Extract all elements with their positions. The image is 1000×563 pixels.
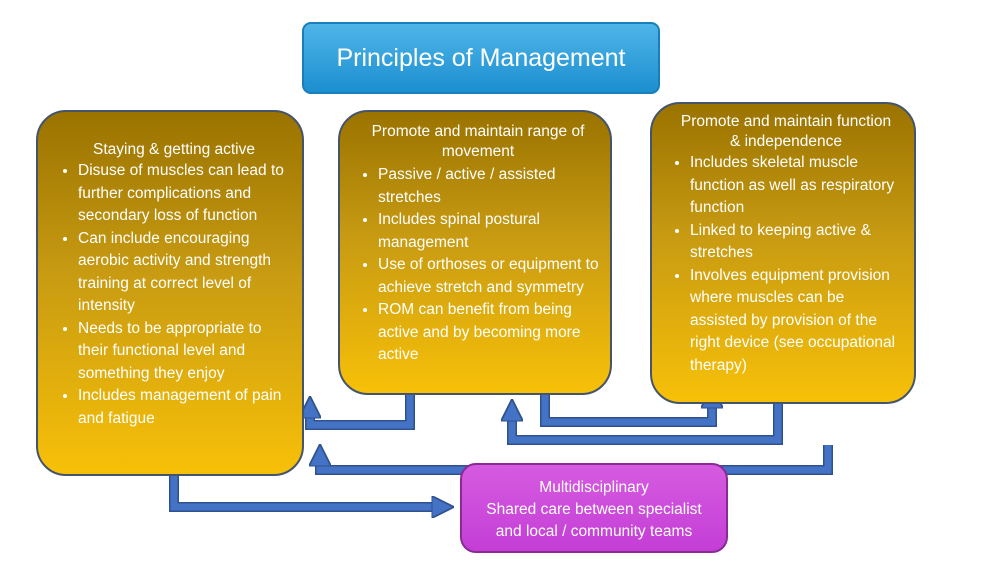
multidisciplinary-box: Multidisciplinary Shared care between sp… xyxy=(460,463,728,553)
list-item: Disuse of muscles can lead to further co… xyxy=(78,160,292,228)
bullet-list: Disuse of muscles can lead to further co… xyxy=(56,160,292,430)
bullet-list: Passive / active / assisted stretches In… xyxy=(356,164,600,367)
staying-active-box: Staying & getting active Disuse of muscl… xyxy=(36,110,304,476)
arrow-active-to-multi xyxy=(169,476,440,507)
box-heading: Staying & getting active xyxy=(93,141,255,158)
box-heading: Promote and maintain function & independ… xyxy=(680,113,892,150)
multidisciplinary-text: Shared care between specialist and local… xyxy=(486,501,702,540)
title-banner: Principles of Management xyxy=(302,22,660,94)
list-item: Needs to be appropriate to their functio… xyxy=(78,318,292,386)
range-of-movement-box: Promote and maintain range of movement P… xyxy=(338,110,612,395)
list-item: Includes skeletal muscle function as wel… xyxy=(690,152,904,220)
list-item: Use of orthoses or equipment to achieve … xyxy=(378,254,600,299)
list-item: ROM can benefit from being active and by… xyxy=(378,299,600,367)
box-heading: Promote and maintain range of movement xyxy=(371,123,585,160)
list-item: Includes spinal postural management xyxy=(378,209,600,254)
arrow-rom-to-active xyxy=(310,393,415,430)
bullet-list: Includes skeletal muscle function as wel… xyxy=(668,152,904,377)
arrow-function-to-rom xyxy=(512,402,783,445)
function-independence-box: Promote and maintain function & independ… xyxy=(650,102,916,404)
multidisciplinary-heading: Multidisciplinary xyxy=(539,479,649,496)
list-item: Involves equipment provision where muscl… xyxy=(690,265,904,378)
list-item: Linked to keeping active & stretches xyxy=(690,220,904,265)
page-title: Principles of Management xyxy=(336,43,626,72)
list-item: Can include encouraging aerobic activity… xyxy=(78,228,292,318)
list-item: Includes management of pain and fatigue xyxy=(78,385,292,430)
list-item: Passive / active / assisted stretches xyxy=(378,164,600,209)
arrow-rom-to-function xyxy=(540,393,712,427)
